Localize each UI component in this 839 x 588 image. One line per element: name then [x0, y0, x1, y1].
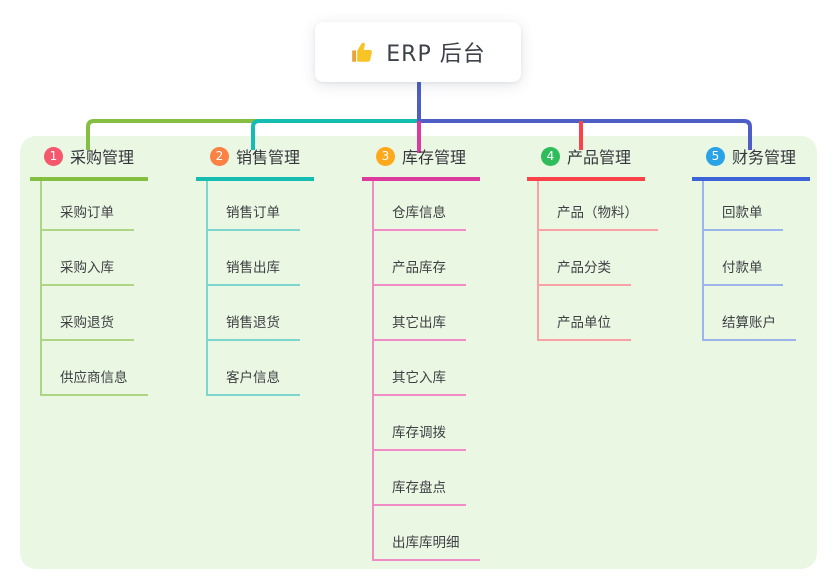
child-node[interactable]: 回款单: [704, 181, 796, 231]
branch-purchase: 1 采购管理 采购订单 采购入库 采购退货 供应商信息: [30, 144, 148, 396]
branch-label: 采购管理: [69, 148, 134, 167]
branch-children: 回款单 付款单 结算账户: [702, 181, 796, 341]
branch-header-purchase[interactable]: 1 采购管理: [30, 144, 148, 181]
branch-badge: 4: [540, 146, 560, 166]
branches-panel: [20, 136, 817, 569]
branch-badge: 2: [209, 146, 229, 166]
branch-header-product[interactable]: 4 产品管理: [527, 144, 645, 181]
child-node[interactable]: 供应商信息: [42, 341, 148, 396]
child-node[interactable]: 采购订单: [42, 181, 148, 231]
child-node[interactable]: 销售出库: [208, 231, 300, 286]
child-node[interactable]: 产品（物料）: [539, 181, 658, 231]
branch-inventory: 3 库存管理 仓库信息 产品库存 其它出库 其它入库 库存调拨 库存盘点 出库库…: [362, 144, 480, 561]
branch-badge: 3: [375, 146, 395, 166]
child-node[interactable]: 其它入库: [374, 341, 480, 396]
child-node[interactable]: 出库库明细: [374, 506, 480, 561]
child-node[interactable]: 采购入库: [42, 231, 148, 286]
branch-children: 仓库信息 产品库存 其它出库 其它入库 库存调拨 库存盘点 出库库明细: [372, 181, 480, 561]
child-node[interactable]: 销售退货: [208, 286, 300, 341]
child-node[interactable]: 产品库存: [374, 231, 480, 286]
branch-product: 4 产品管理 产品（物料） 产品分类 产品单位: [527, 144, 658, 341]
branch-label: 产品管理: [566, 148, 631, 167]
child-node[interactable]: 产品分类: [539, 231, 658, 286]
branch-label: 销售管理: [235, 148, 300, 167]
child-node[interactable]: 付款单: [704, 231, 796, 286]
branch-label: 库存管理: [401, 148, 466, 167]
branch-badge: 1: [43, 146, 63, 166]
child-node[interactable]: 库存盘点: [374, 451, 480, 506]
child-node[interactable]: 客户信息: [208, 341, 300, 396]
child-node[interactable]: 仓库信息: [374, 181, 480, 231]
branch-header-sales[interactable]: 2 销售管理: [196, 144, 314, 181]
branch-header-finance[interactable]: 5 财务管理: [692, 144, 810, 181]
child-node[interactable]: 采购退货: [42, 286, 148, 341]
branch-children: 销售订单 销售出库 销售退货 客户信息: [206, 181, 300, 396]
branch-label: 财务管理: [731, 148, 796, 167]
child-node[interactable]: 销售订单: [208, 181, 300, 231]
branch-children: 采购订单 采购入库 采购退货 供应商信息: [40, 181, 148, 396]
branch-badge: 5: [705, 146, 725, 166]
child-node[interactable]: 结算账户: [704, 286, 796, 341]
branch-sales: 2 销售管理 销售订单 销售出库 销售退货 客户信息: [196, 144, 314, 396]
branch-finance: 5 财务管理 回款单 付款单 结算账户: [692, 144, 810, 341]
branch-children: 产品（物料） 产品分类 产品单位: [537, 181, 658, 341]
child-node[interactable]: 产品单位: [539, 286, 658, 341]
thumbs-up-icon: [350, 39, 376, 65]
child-node[interactable]: 库存调拨: [374, 396, 480, 451]
child-node[interactable]: 其它出库: [374, 286, 480, 341]
branch-header-inventory[interactable]: 3 库存管理: [362, 144, 480, 181]
root-label: ERP 后台: [386, 42, 486, 67]
root-node[interactable]: ERP 后台: [315, 22, 521, 82]
